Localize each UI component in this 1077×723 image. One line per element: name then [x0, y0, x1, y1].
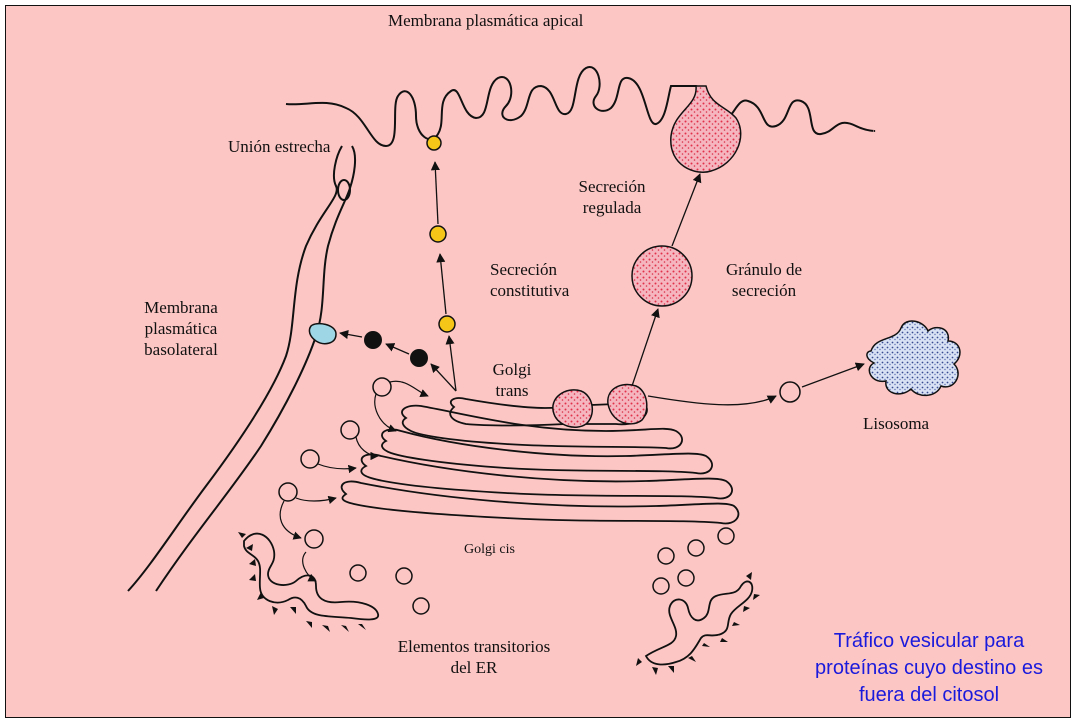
label-golgi-trans-line1: Golgi: [482, 359, 542, 380]
arrow-vesicle-2: [356, 437, 378, 456]
arrow-vesicle-1: [390, 381, 428, 396]
caption-line3: fuera del citosol: [794, 682, 1064, 709]
constitutive-vesicle-mid: [430, 226, 446, 242]
label-granule-line1: Gránulo de: [714, 259, 814, 280]
label-basolateral: Membrana plasmática basolateral: [126, 297, 236, 360]
caption-line1: Tráfico vesicular para: [794, 628, 1064, 655]
label-er-transitional: Elementos transitorios del ER: [374, 636, 574, 678]
arrow-constitutive-2: [440, 254, 446, 314]
constitutive-vesicle-top: [427, 136, 441, 150]
label-er-line1: Elementos transitorios: [374, 636, 574, 657]
granule-fusing: [671, 86, 741, 172]
label-basolateral-line2: plasmática: [126, 318, 236, 339]
arrow-vesicle-to-lysosome: [802, 364, 864, 387]
golgi-vesicle-5: [305, 530, 323, 548]
label-constitutive-line1: Secreción: [490, 259, 569, 280]
lysosome-vesicle: [780, 382, 800, 402]
arrow-vesicle-1b: [375, 394, 396, 431]
secretory-granule: [632, 246, 692, 306]
label-golgi-trans-line2: trans: [482, 380, 542, 401]
arrow-golgi-to-granule: [632, 309, 658, 386]
arrow-constitutive-3: [449, 336, 456, 391]
arrow-vesicle-4: [296, 498, 336, 501]
label-tight-junction: Unión estrecha: [228, 136, 330, 157]
label-lysosome: Lisosoma: [863, 413, 929, 434]
er-right-vesicle-4: [653, 578, 669, 594]
arrow-granule-to-apical: [672, 174, 700, 246]
constitutive-vesicle-low: [439, 316, 455, 332]
label-apical-membrane: Membrana plasmática apical: [388, 10, 583, 31]
arrow-constitutive-1: [435, 162, 438, 224]
label-granule-line2: secreción: [714, 280, 814, 301]
er-right-vesicle-2: [688, 540, 704, 556]
label-golgi-trans: Golgi trans: [482, 359, 542, 401]
label-regulated-line1: Secreción: [562, 176, 662, 197]
label-basolateral-line1: Membrana: [126, 297, 236, 318]
label-secretory-granule: Gránulo de secreción: [714, 259, 814, 301]
apical-membrane: [286, 67, 874, 146]
er-left: [244, 534, 378, 620]
er-vesicle-1: [350, 565, 366, 581]
arrow-basolateral-2: [386, 344, 409, 354]
golgi-vesicle-3: [301, 450, 319, 468]
golgi-vesicle-4: [279, 483, 297, 501]
label-regulated-secretion: Secreción regulada: [562, 176, 662, 218]
arrow-basolateral-3: [340, 333, 362, 337]
label-golgi-cis: Golgi cis: [464, 539, 515, 560]
tight-junction: [338, 180, 350, 200]
trans-bud-2: [608, 385, 647, 424]
arrow-er-to-golgi-2: [280, 501, 301, 538]
er-vesicle-2: [396, 568, 412, 584]
label-regulated-line2: regulada: [562, 197, 662, 218]
er-right-vesicle-5: [678, 570, 694, 586]
label-constitutive-secretion: Secreción constitutiva: [490, 259, 569, 301]
golgi-vesicle-1: [373, 378, 391, 396]
lysosome: [867, 321, 960, 395]
caption: Tráfico vesicular para proteínas cuyo de…: [794, 628, 1064, 709]
label-basolateral-line3: basolateral: [126, 339, 236, 360]
er-right-vesicle-1: [658, 548, 674, 564]
golgi-vesicle-2: [341, 421, 359, 439]
arrow-basolateral-1: [431, 364, 456, 391]
basolateral-vesicle-2: [364, 331, 382, 349]
label-constitutive-line2: constitutiva: [490, 280, 569, 301]
trans-bud-1: [553, 390, 593, 427]
caption-line2: proteínas cuyo destino es: [794, 655, 1064, 682]
arrow-golgi-to-vesicle: [648, 396, 776, 405]
label-er-line2: del ER: [374, 657, 574, 678]
basolateral-membrane-left: [128, 146, 342, 591]
er-right-vesicle-3: [718, 528, 734, 544]
er-right-ribosomes: [636, 572, 760, 675]
basolateral-vesicle-1: [410, 349, 428, 367]
arrow-vesicle-3: [318, 464, 356, 469]
er-vesicle-3: [413, 598, 429, 614]
golgi-cis-cisterna: [342, 481, 739, 523]
diagram-canvas: Membrana plasmática apical Unión estrech…: [5, 5, 1071, 718]
